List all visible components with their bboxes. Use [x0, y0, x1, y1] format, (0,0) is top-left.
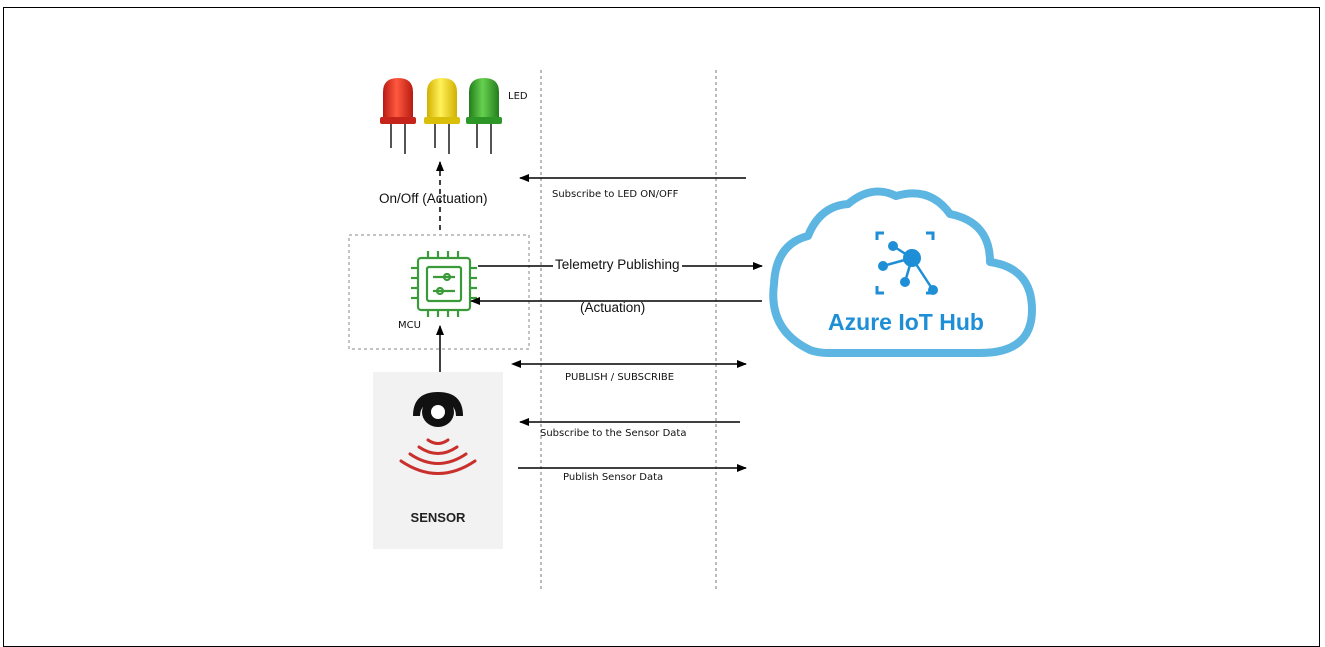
subscribe-led-label: Subscribe to LED ON/OFF	[552, 189, 679, 200]
sensor-icon	[399, 392, 477, 475]
led-red-icon	[380, 78, 416, 154]
led-green-icon	[466, 78, 502, 154]
mcu-label: MCU	[398, 320, 421, 331]
publish-sensor-label: Publish Sensor Data	[563, 472, 664, 483]
sensor-label: SENSOR	[410, 510, 466, 525]
subscribe-sensor-label: Subscribe to the Sensor Data	[540, 428, 687, 439]
azure-cloud-shape	[769, 187, 1036, 357]
led-label: LED	[508, 91, 528, 102]
sensor-node: SENSOR	[373, 372, 503, 549]
telemetry-label: Telemetry Publishing	[553, 257, 682, 272]
actuation-label: (Actuation)	[580, 300, 646, 315]
mcu-boundary	[348, 234, 530, 350]
pubsub-label: PUBLISH / SUBSCRIBE	[565, 372, 675, 383]
actuation-vertical-label: On/Off (Actuation)	[379, 191, 488, 206]
mcu-chip-icon	[411, 251, 477, 317]
led-yellow-icon	[424, 78, 460, 154]
diagram-canvas	[348, 70, 1036, 590]
iot-hub-icon	[875, 231, 938, 295]
azure-iot-hub-label: Azure IoT Hub	[828, 309, 984, 335]
